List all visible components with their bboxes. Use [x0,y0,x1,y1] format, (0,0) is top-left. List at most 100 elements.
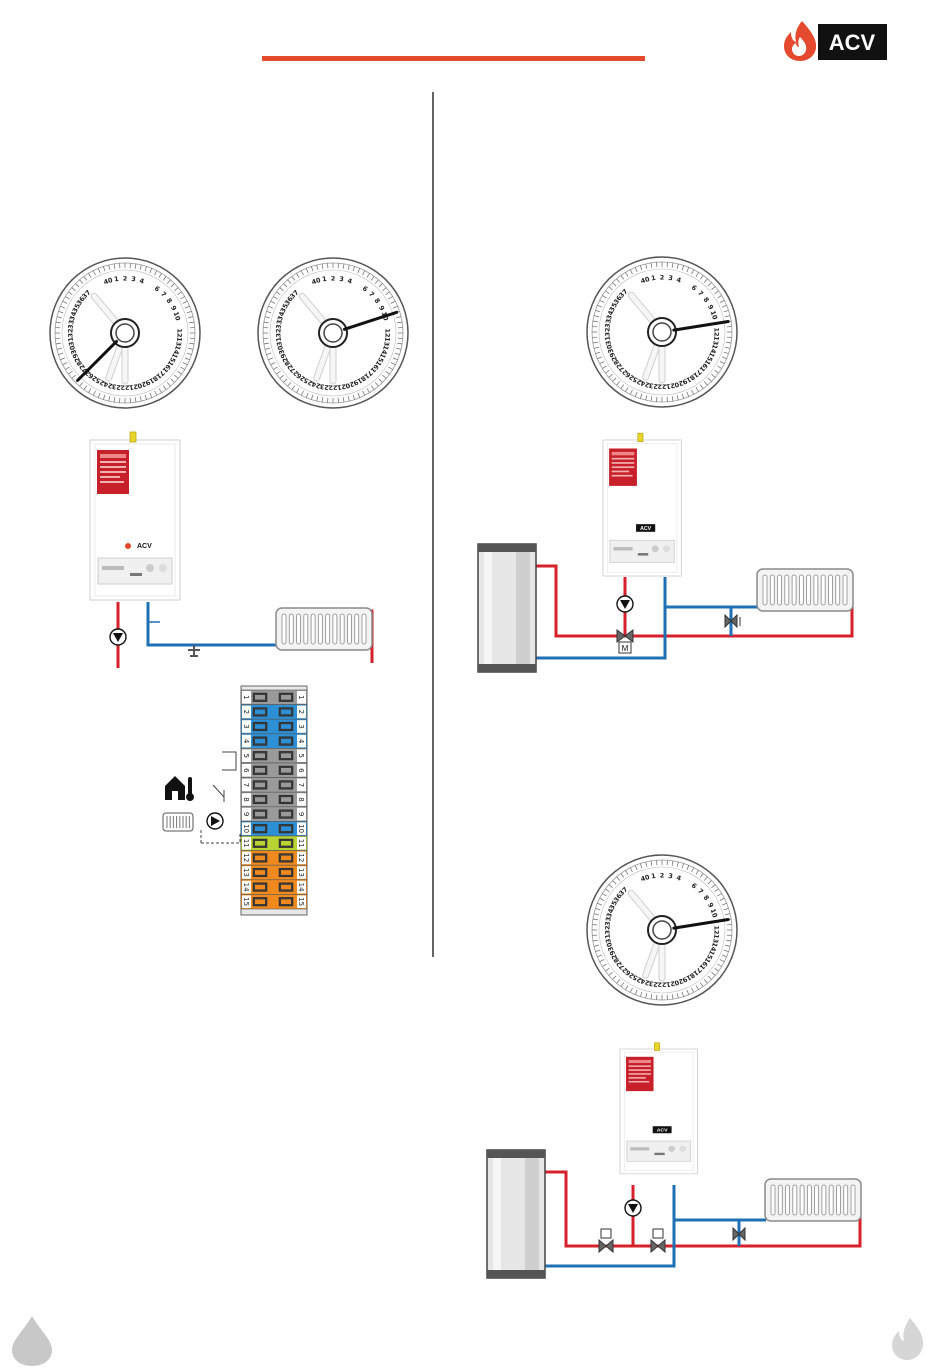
dial-number: 1 [651,872,657,881]
dial-number: 32 [604,327,612,336]
dial-number: 24 [639,378,651,389]
terminal-number: 15 [242,897,250,906]
dial-number: 30 [276,344,287,356]
dial-number: 3 [339,275,345,284]
dial-number: 22 [120,384,129,392]
dial-number: 31 [66,336,75,347]
dial-number: 33 [275,319,284,329]
dial-number: 9 [706,303,715,311]
dial-number: 29 [71,351,82,363]
temperature-dial: 4012346789101213141516171819202122232425… [257,257,409,409]
dial-number: 30 [605,343,616,355]
dial-number: 7 [696,887,705,896]
dial-number: 35 [608,899,619,911]
dial-number: 24 [310,379,322,390]
dial-number: 30 [68,344,79,356]
dial-number: 4 [138,277,145,286]
dial-number: 31 [603,335,612,346]
dial-number: 34 [276,310,287,322]
dial-number: 34 [605,907,616,919]
dial-number: 35 [71,302,82,314]
dial-number: 10 [709,310,720,322]
dial-number: 30 [605,941,616,953]
dial-number: 8 [702,296,711,305]
mixing-valve-icon: M [616,629,634,654]
acv-logo: ACV [784,21,887,61]
dial-number: 19 [351,376,363,387]
mixing-valve-label: M [622,644,629,653]
terminal-number: 5 [297,753,305,757]
terminal-number: 12 [297,853,305,862]
dial-number: 24 [639,976,651,987]
pump-icon [109,628,127,646]
dial-number: 8 [373,297,382,306]
terminal-number: 15 [297,897,305,906]
dial-number: 7 [159,290,168,299]
dial-number: 12 [713,925,721,934]
dial-number: 13 [382,336,391,346]
dial-number: 2 [123,275,128,283]
dial-number: 4 [675,874,682,883]
dial-number: 13 [174,336,183,346]
wiring-symbols [162,751,241,844]
hot-water-cylinder-2 [486,1149,546,1279]
dial-pointer [76,339,119,382]
radiator-fins-3 [770,1184,856,1216]
dial-number: 14 [708,343,719,355]
dial-number: 25 [94,376,106,387]
terminal-number: 3 [242,724,250,728]
terminal-number: 7 [242,783,250,787]
boiler-brand-label-2: ACV [640,526,652,532]
dial-number: 19 [143,376,155,387]
dial-number: 6 [690,881,699,890]
radiator-fins-1 [281,613,367,645]
dial-pointer [672,918,730,930]
drain-valve-icon [188,645,200,657]
boiler-brand-label: ACV [137,543,152,550]
dial-number: 25 [302,376,314,387]
dial-number: 4 [675,276,682,285]
dial-number: 21 [336,382,347,391]
dial-number: 33 [604,318,613,328]
dial-number: 40 [640,275,652,286]
dial-number: 4 [346,277,353,286]
dial-number: 10 [172,311,183,323]
terminal-number: 11 [297,839,305,848]
dial-number: 2 [660,274,665,282]
terminal-number: 10 [297,824,305,833]
dial-number: 25 [631,973,643,984]
pump-icon-3 [624,1199,642,1217]
dial-number: 15 [705,949,716,961]
dial-number: 32 [275,328,283,337]
dial-number: 15 [376,352,387,364]
dial-number: 19 [680,973,692,984]
dial-number: 35 [279,302,290,314]
dial-number: 6 [690,283,699,292]
dial-number: 29 [608,350,619,362]
terminal-number: 4 [297,739,305,744]
bypass-valve-icon [724,613,741,629]
terminal-number: 6 [242,768,250,773]
header-accent-bar [262,56,645,61]
dial-number: 2 [331,275,336,283]
dial-number: 22 [328,384,337,392]
terminal-number: 2 [242,710,250,714]
terminal-number: 1 [242,695,250,699]
dial-number: 34 [68,310,79,322]
terminal-number: 13 [242,868,250,877]
dial-number: 15 [168,352,179,364]
boiler-1: ACV [89,431,181,601]
boiler-3: ACV [619,1042,698,1175]
dial-number: 20 [136,380,148,391]
